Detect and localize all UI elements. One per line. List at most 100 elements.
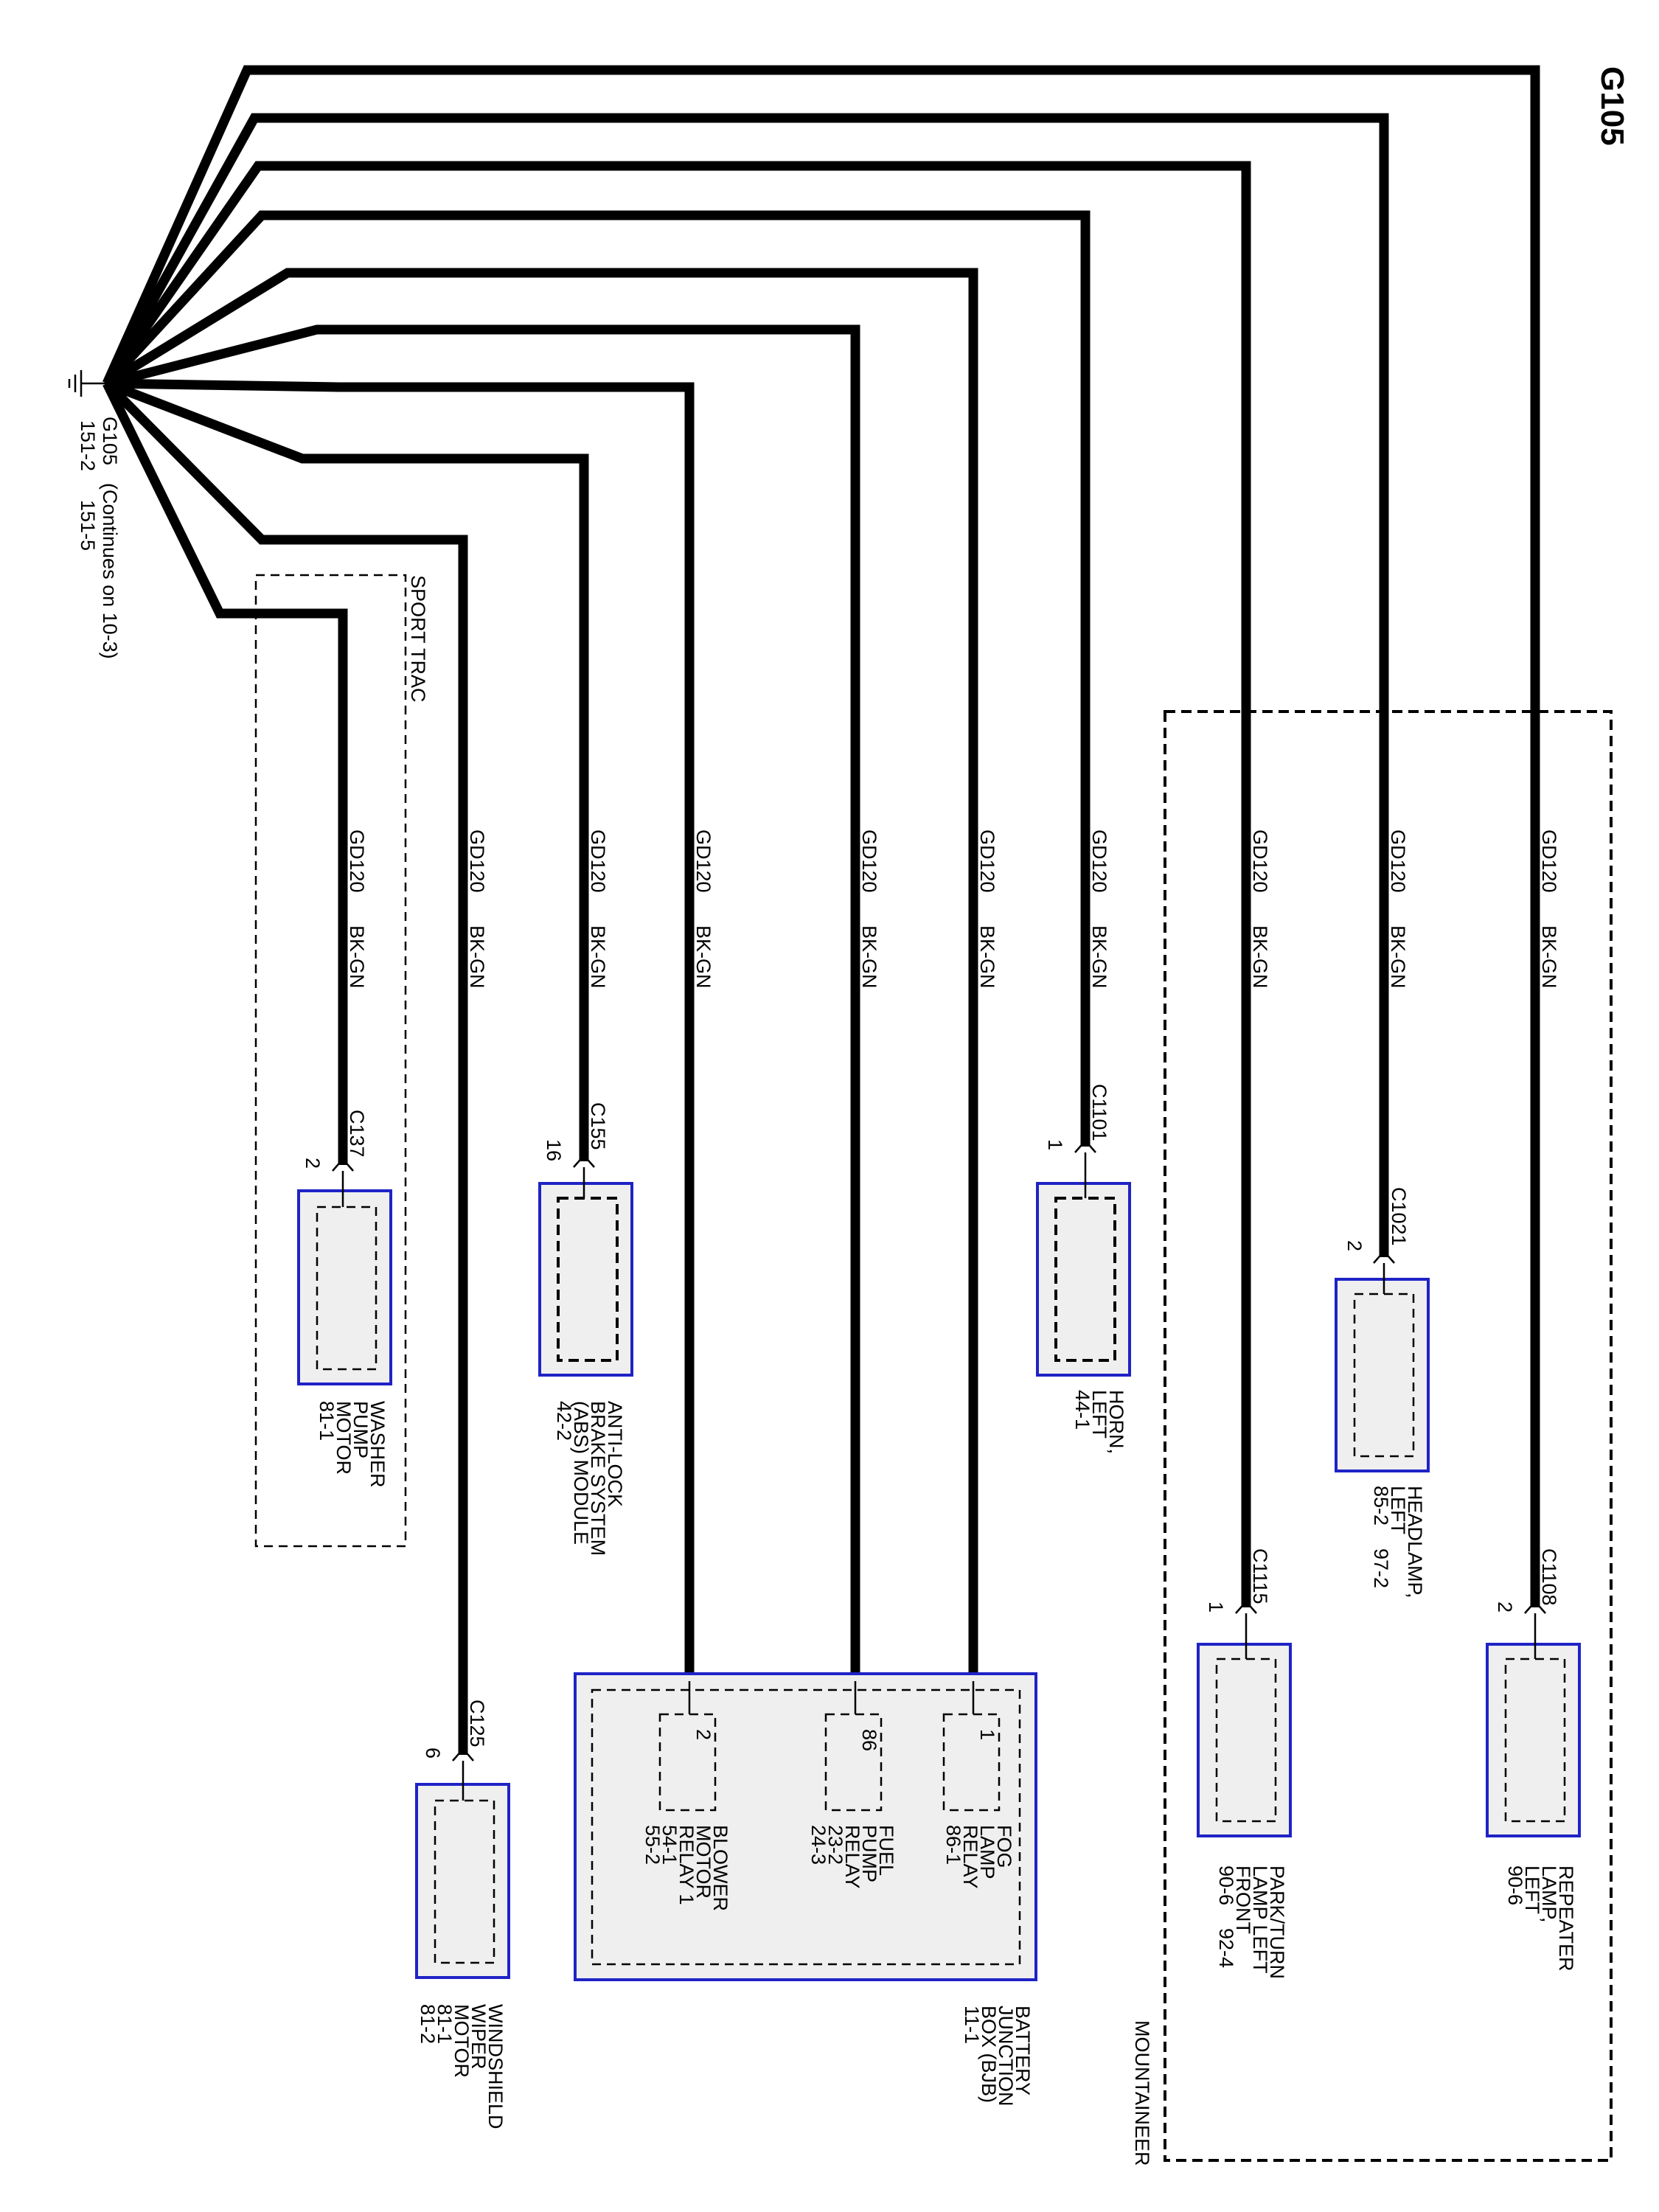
circuit-color: BK-GN: [692, 925, 714, 989]
component-name-line: ANTI-LOCK: [604, 1401, 626, 1507]
circuit-color: BK-GN: [1088, 925, 1110, 989]
component-ref: 81-2: [417, 2004, 439, 2044]
connector-id: C137: [346, 1110, 368, 1158]
connector-pin: 2: [302, 1158, 324, 1169]
component-name-line: REPEATER: [1555, 1865, 1577, 1972]
component-name-line: (ABS) MODULE: [570, 1401, 592, 1545]
connector-id: C1108: [1538, 1548, 1560, 1606]
relay-name-line: LAMP: [976, 1825, 998, 1879]
component-name-line: LEFT: [1387, 1486, 1409, 1534]
circuit-color: BK-GN: [587, 925, 609, 989]
component-name-line: LEFT: [1088, 1390, 1110, 1439]
connector-pin: 1: [1044, 1139, 1066, 1150]
circuit-labels: GD120 BK-GN GD120 BK-GN GD120 BK-GN GD12…: [346, 830, 1560, 989]
ground-label: G105 (Continues on 10-3) 151-2 151-5: [77, 417, 121, 659]
component-name-line: LEFT: [1521, 1865, 1543, 1914]
component-name-line: HORN,: [1105, 1390, 1127, 1454]
component-ref: 11-1: [961, 2006, 983, 2044]
component-park-turn-lamp: C1115 1 PARK/TURN LAMP LEFT FRONT 90-6 9…: [1197, 1548, 1292, 1979]
relay-name-line: RELAY: [959, 1825, 981, 1889]
circuit-color: BK-GN: [976, 925, 998, 989]
component-name-line: LAMP,: [1538, 1865, 1560, 1923]
component-name-line: WASHER: [366, 1401, 389, 1488]
ground-name: G105: [99, 417, 121, 465]
component-repeater-lamp: C1108 2 REPEATER LAMP, LEFT 90-6: [1486, 1548, 1581, 1972]
circuit-color: BK-GN: [1249, 925, 1271, 989]
component-ref: 44-1: [1071, 1390, 1093, 1430]
circuit-code: GD120: [692, 830, 714, 893]
connector-chevron-icon: [573, 1154, 595, 1168]
component-battery-junction-box: 1 FOG LAMP RELAY 86-1 86 FUEL PUMP RELAY…: [574, 1672, 1037, 2107]
circuit-code: GD120: [587, 830, 609, 893]
circuit-code: GD120: [346, 830, 368, 893]
wire-fuel-pump-relay: [105, 324, 860, 1681]
mountaineer-group-boundary: [1164, 710, 1613, 2162]
circuit-color: BK-GN: [1387, 925, 1409, 989]
circuit-code: GD120: [466, 830, 488, 893]
circuit-code: GD120: [976, 830, 998, 893]
connector-id: C155: [587, 1102, 609, 1150]
relay-blower-motor: 2 BLOWER MOTOR RELAY 1 54-1 55-2: [641, 1681, 731, 1911]
circuit-code: GD120: [1538, 830, 1560, 893]
component-abs-module: C155 16 ANTI-LOCK BRAKE SYSTEM (ABS) MOD…: [538, 1102, 633, 1556]
wire-parkturn: [102, 161, 1251, 1607]
relay-name-line: RELAY: [841, 1825, 863, 1889]
relay-ref: 54-1: [658, 1825, 681, 1865]
sport-trac-group-boundary: [254, 574, 407, 1548]
connector-chevron-icon: [452, 1747, 474, 1761]
component-ref: 90-6: [1504, 1865, 1526, 1905]
circuit-color: BK-GN: [1538, 925, 1560, 989]
relay-pin: 86: [858, 1729, 880, 1751]
component-name-line: LAMP LEFT: [1249, 1865, 1271, 1974]
sport-trac-group-label: SPORT TRAC: [407, 575, 429, 703]
circuit-color: BK-GN: [346, 925, 368, 989]
component-washer-pump-motor: C137 2 WASHER PUMP MOTOR 81-1: [297, 1110, 392, 1488]
component-name-line: JUNCTION: [995, 2006, 1017, 2107]
circuit-code: GD120: [1249, 830, 1271, 893]
wire-washer: [102, 381, 348, 1165]
component-ref: 81-1: [434, 2004, 456, 2044]
circuit-color: BK-GN: [858, 925, 880, 989]
wire-group: [102, 65, 1540, 1755]
connector-pin: 6: [422, 1747, 444, 1759]
component-ref: 85-2: [1370, 1486, 1392, 1526]
circuit-code: GD120: [858, 830, 880, 893]
component-name-line: MOTOR: [333, 1401, 355, 1475]
connector-id: C1101: [1088, 1084, 1110, 1141]
ground-symbol-icon: [68, 370, 107, 397]
connector-chevron-icon: [1074, 1139, 1096, 1153]
connector-id: C1115: [1249, 1548, 1271, 1604]
wire-repeater: [102, 65, 1540, 1607]
connector-chevron-icon: [1524, 1600, 1546, 1614]
wire-abs: [105, 378, 589, 1161]
wire-blower-relay: [106, 378, 695, 1681]
relay-pin: 1: [976, 1729, 998, 1740]
relay-pin: 2: [692, 1729, 714, 1740]
relay-name-line: BLOWER: [709, 1825, 731, 1911]
ground-note: (Continues on 10-3): [99, 483, 121, 659]
relay-name-line: FUEL: [875, 1825, 897, 1876]
component-horn: C1101 1 HORN, LEFT 44-1: [1036, 1084, 1131, 1454]
wire-headlamp: [102, 113, 1389, 1257]
circuit-code: GD120: [1088, 830, 1110, 893]
connector-chevron-icon: [1373, 1250, 1395, 1264]
relay-ref: 23-2: [824, 1825, 846, 1865]
relay-ref: 86-1: [942, 1825, 964, 1865]
component-name-line: PUMP: [349, 1401, 372, 1458]
diagram-title: G105: [1594, 66, 1630, 146]
relay-ref: 55-2: [641, 1825, 664, 1865]
component-name-line: WINDSHIELD: [484, 2004, 507, 2129]
component-wiper-motor: C125 6 WINDSHIELD WIPER MOTOR 81-1 81-2: [415, 1700, 510, 2129]
relay-fuel-pump: 86 FUEL PUMP RELAY 23-2 24-3: [807, 1681, 897, 1889]
component-name-line: PARK/TURN: [1266, 1865, 1288, 1979]
ground-ref-2: 151-5: [77, 500, 99, 551]
connector-pin: 16: [543, 1139, 565, 1161]
component-name-line: BRAKE SYSTEM: [587, 1401, 609, 1556]
relay-name-line: MOTOR: [692, 1825, 714, 1899]
component-ref: 92-4: [1215, 1928, 1237, 1968]
circuit-code: GD120: [1387, 830, 1409, 893]
relay-ref: 24-3: [807, 1825, 830, 1865]
mountaineer-group-label: MOUNTAINEER: [1131, 2020, 1153, 2166]
connector-chevron-icon: [1235, 1600, 1257, 1614]
